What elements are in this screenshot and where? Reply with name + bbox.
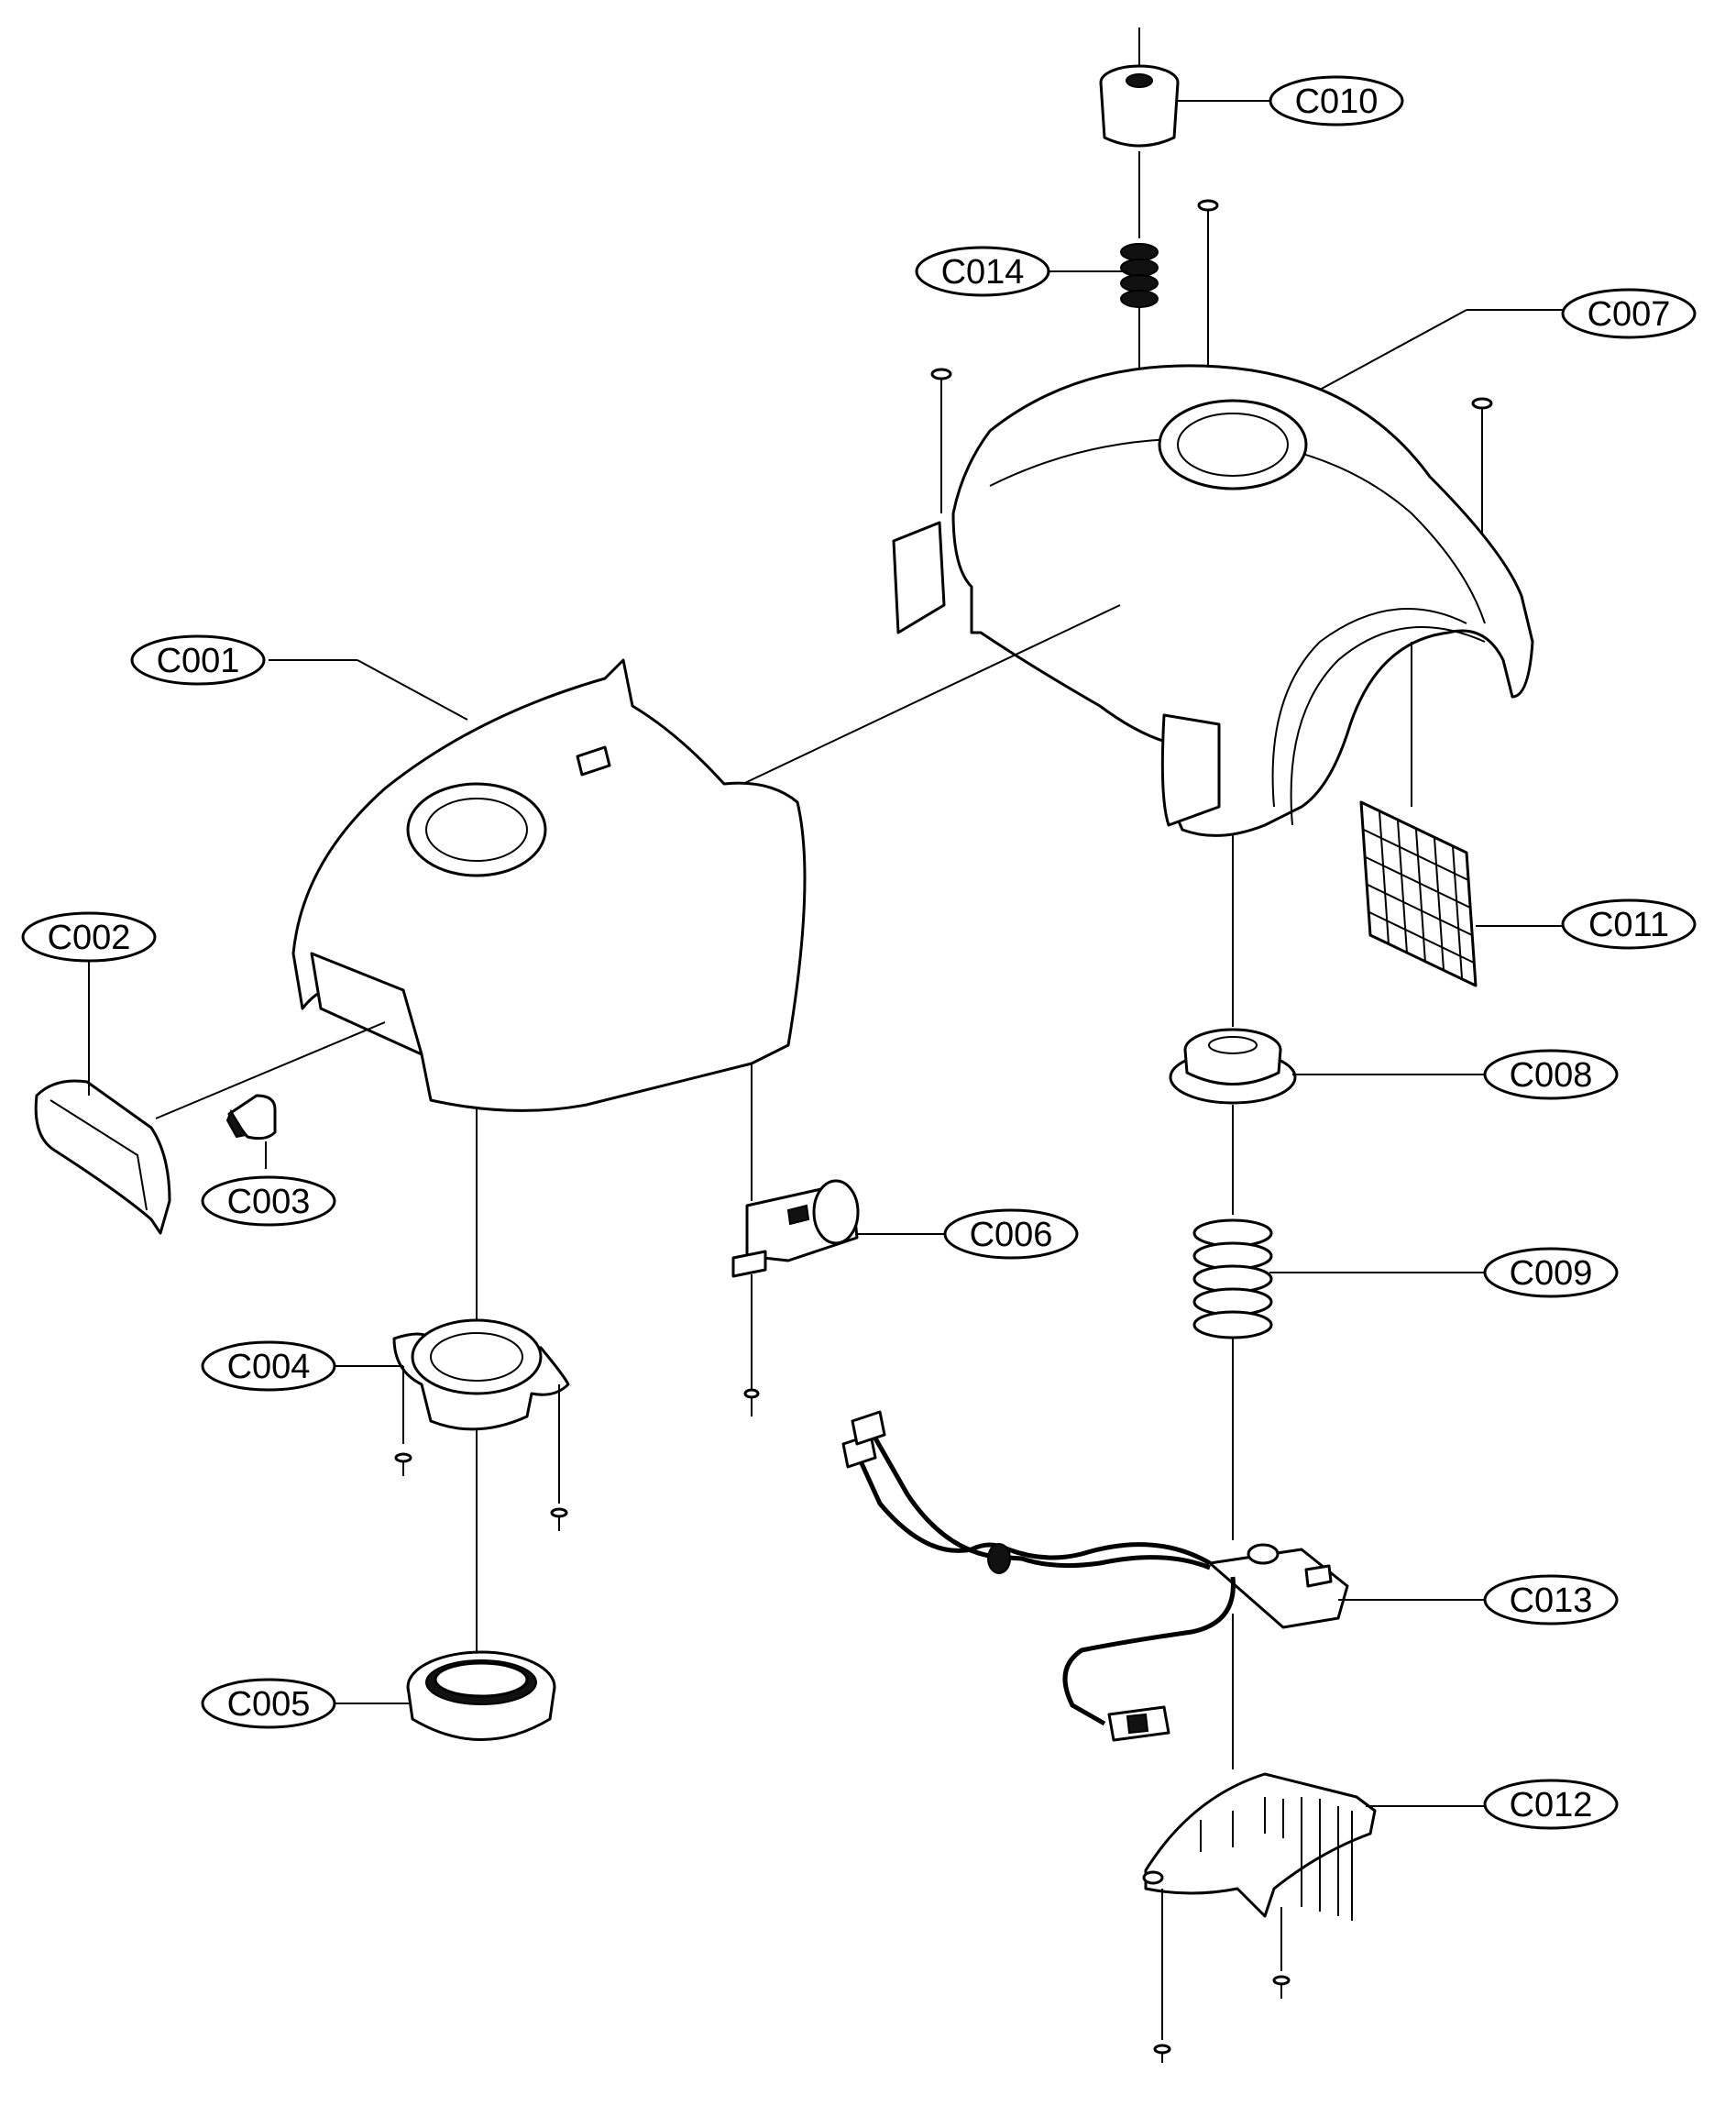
part-c010-cap — [1099, 28, 1180, 238]
label-c003-text: C003 — [227, 1183, 311, 1221]
label-c012-text: C012 — [1510, 1786, 1593, 1824]
part-c012-bottom-bracket — [1142, 1772, 1377, 2063]
label-c006-text: C006 — [970, 1216, 1053, 1254]
leader-lines — [88, 100, 1563, 1807]
label-c013: C013 — [1483, 1574, 1619, 1626]
label-c014-text: C014 — [941, 253, 1025, 292]
part-c014-spring — [1120, 243, 1159, 385]
part-c011-filter-grille — [1359, 642, 1478, 987]
part-c013-pcb-cable — [841, 1410, 1349, 1742]
part-c007-upper-housing — [732, 364, 1534, 837]
label-c003: C003 — [201, 1175, 336, 1227]
label-c004-text: C004 — [227, 1348, 311, 1386]
label-c005: C005 — [201, 1678, 336, 1729]
label-c001-text: C001 — [157, 642, 240, 680]
label-c007: C007 — [1561, 288, 1697, 339]
part-c003-knob — [225, 1094, 277, 1169]
label-c007-text: C007 — [1588, 295, 1671, 334]
label-c008: C008 — [1483, 1049, 1619, 1100]
part-c004-flanged-ring — [392, 1318, 570, 1531]
label-c010-text: C010 — [1295, 83, 1379, 121]
label-c005-text: C005 — [227, 1685, 311, 1724]
label-c002: C002 — [21, 911, 157, 963]
label-c011-text: C011 — [1588, 906, 1669, 944]
label-c001: C001 — [130, 634, 266, 686]
part-c005-threaded-ring — [406, 1650, 556, 1741]
label-c008-text: C008 — [1510, 1056, 1593, 1095]
label-c004: C004 — [201, 1340, 336, 1392]
label-c002-text: C002 — [48, 919, 131, 957]
label-c014: C014 — [915, 246, 1050, 297]
label-c012: C012 — [1483, 1779, 1619, 1830]
part-c001-front-cover — [155, 658, 807, 1119]
label-c013-text: C013 — [1510, 1581, 1593, 1620]
part-c008-grommet — [1169, 1028, 1297, 1105]
label-c006: C006 — [943, 1208, 1079, 1260]
label-c011: C011 — [1561, 898, 1697, 950]
part-c009-large-spring — [1192, 1218, 1273, 1339]
part-c002-end-cap — [34, 1079, 171, 1235]
label-c010: C010 — [1269, 75, 1404, 127]
part-c006-switch — [731, 1064, 860, 1416]
label-c009: C009 — [1483, 1247, 1619, 1298]
label-c009-text: C009 — [1510, 1254, 1593, 1293]
